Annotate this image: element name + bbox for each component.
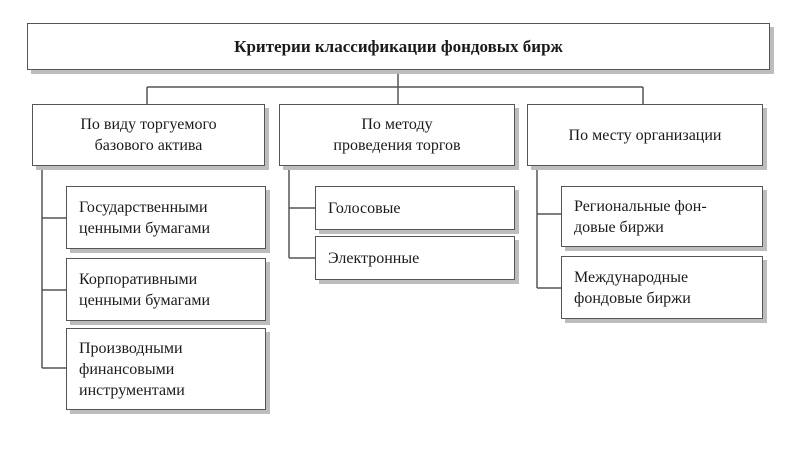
item-international-exchanges: Международные фондовые биржи bbox=[561, 256, 763, 319]
item-voice-trading: Голосовые bbox=[315, 186, 515, 230]
item-government-securities: Государственными ценными бумагами bbox=[66, 186, 266, 249]
item-regional-exchanges: Региональные фон- довые биржи bbox=[561, 186, 763, 247]
diagram-title: Критерии классификации фондовых бирж bbox=[27, 23, 770, 70]
item-electronic-trading: Электронные bbox=[315, 236, 515, 280]
item-derivatives: Производными финансовыми инструментами bbox=[66, 328, 266, 410]
criterion-location: По месту организации bbox=[527, 104, 763, 166]
item-corporate-securities: Корпоративными ценными бумагами bbox=[66, 258, 266, 321]
criterion-trading-method: По методу проведения торгов bbox=[279, 104, 515, 166]
criterion-asset-type: По виду торгуемого базового актива bbox=[32, 104, 265, 166]
